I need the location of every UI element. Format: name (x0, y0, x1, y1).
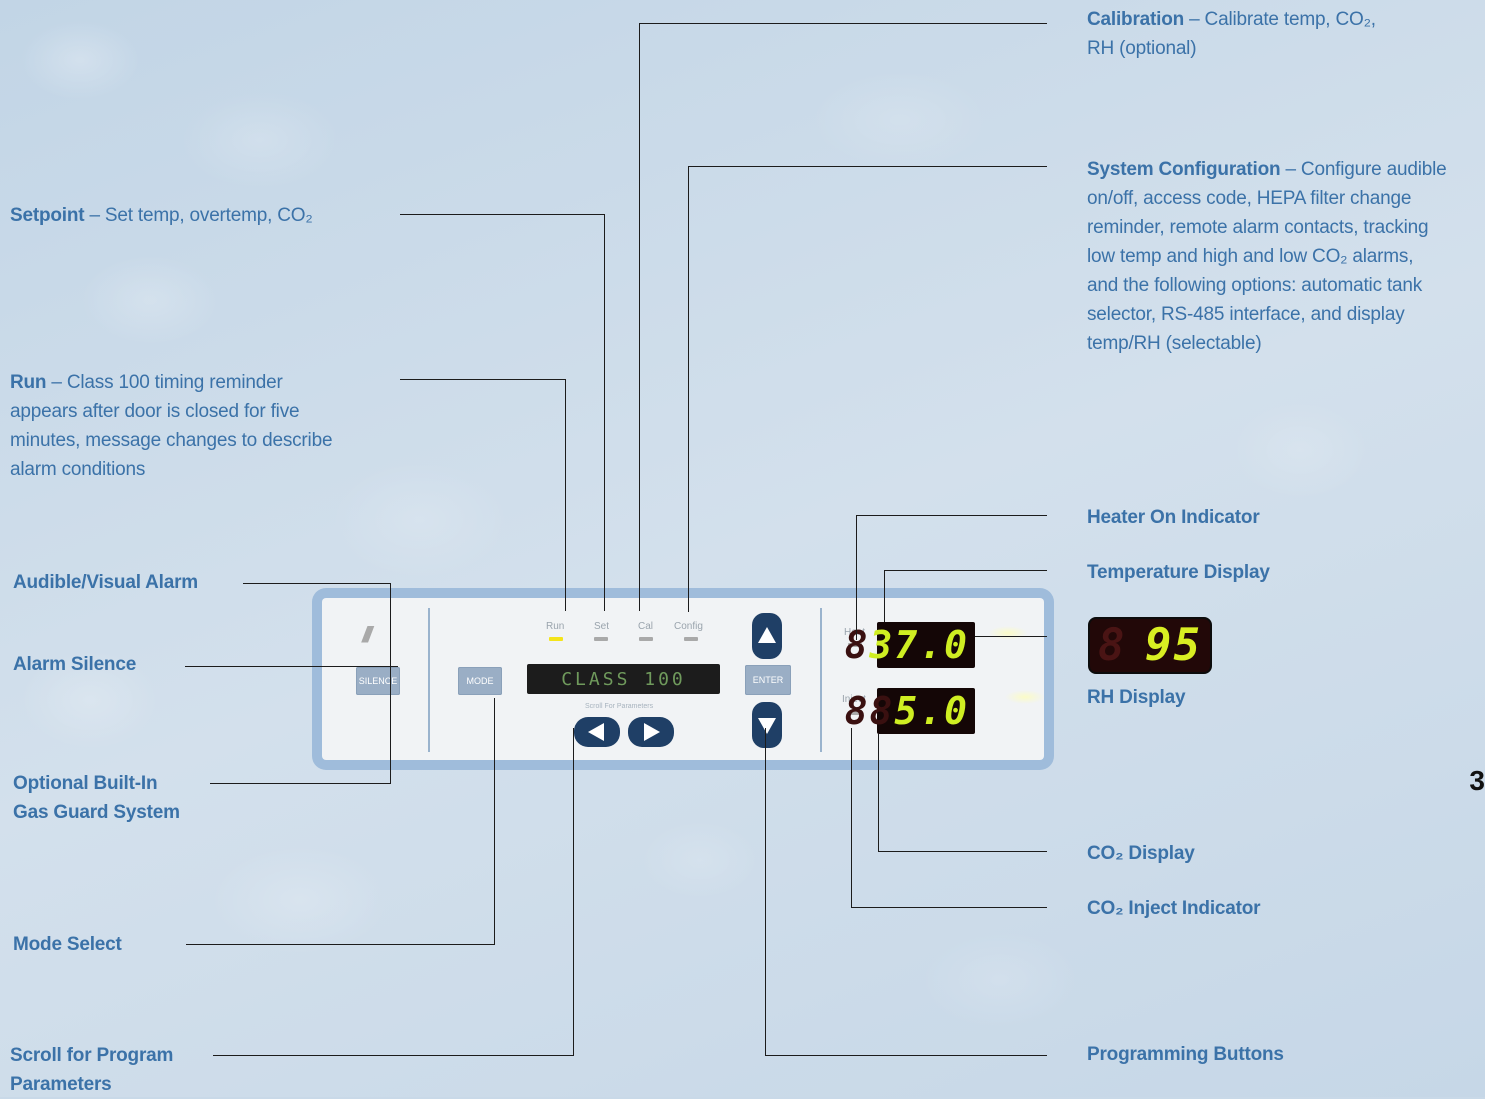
programming-leader-line (765, 728, 766, 1055)
temperature-leader-line (884, 570, 1047, 571)
rh-leader-line (975, 636, 1047, 637)
temperature-ghost-digit: 8 (844, 623, 870, 667)
heater-on-indicator-label: Heater On Indicator (1087, 507, 1260, 528)
run-led (549, 637, 563, 641)
scroll-leader-line (573, 728, 574, 1055)
heater-leader-line (856, 515, 1047, 516)
calibration-leader-line (639, 23, 1047, 24)
setpoint-leader-line (604, 214, 605, 611)
config-leader-line (688, 166, 689, 612)
co2-display-label: CO₂ Display (1087, 843, 1195, 864)
calibration-callout: Calibration – Calibrate temp, CO₂, RH (o… (1087, 9, 1376, 59)
right-arrow-icon[interactable] (628, 717, 674, 747)
rh-display-label: RH Display (1087, 687, 1186, 708)
audible-visual-alarm-label: Audible/Visual Alarm (13, 572, 198, 593)
setpoint-callout: Setpoint – Set temp, overtemp, CO₂ (10, 205, 313, 226)
set-led (594, 637, 608, 641)
mode-button[interactable]: MODE (458, 667, 502, 695)
temperature-display-label: Temperature Display (1087, 562, 1270, 583)
enter-button[interactable]: ENTER (745, 665, 791, 695)
mode-leader-line (186, 944, 495, 945)
down-arrow-icon[interactable] (752, 702, 782, 748)
run-leader-line (400, 379, 565, 380)
setpoint-leader-line (400, 214, 604, 215)
silence-button[interactable]: SILENCE (356, 667, 400, 695)
programming-leader-line (765, 1055, 1047, 1056)
up-arrow-icon[interactable] (752, 613, 782, 659)
co2-inject-indicator-label: CO₂ Inject Indicator (1087, 898, 1261, 919)
rh-ghost-digit: 8 (1098, 620, 1127, 671)
run-callout: Run – Class 100 timing reminder appears … (10, 372, 333, 480)
heater-leader-line (856, 515, 857, 640)
run-leader-line (565, 379, 566, 611)
config-leader-line (688, 166, 1047, 167)
panel-divider (820, 608, 822, 752)
run-led-label: Run (546, 621, 565, 632)
left-arrow-icon[interactable] (574, 717, 620, 747)
temperature-display: 8 37.0 (845, 622, 975, 668)
co2-display-leader-line (878, 851, 1047, 852)
alarm-leader-line (243, 583, 390, 584)
alarm-silence-label: Alarm Silence (13, 654, 137, 675)
co2-display: 88 5.0 (845, 688, 975, 734)
scroll-for-parameters-caption: Scroll For Parameters (585, 703, 654, 710)
co2-inject-leader-line (851, 728, 852, 907)
mode-leader-line (494, 698, 495, 944)
config-led-label: Config (674, 621, 703, 632)
cal-led-label: Cal (638, 621, 654, 632)
inject-led (848, 711, 862, 715)
temperature-leader-line (884, 570, 885, 622)
co2-ghost-digits: 88 (844, 689, 895, 733)
calibration-leader-line (639, 23, 640, 611)
temperature-unit-lamp (988, 626, 1028, 640)
alarm-leader-line (390, 583, 391, 783)
system-configuration-callout: System Configuration – Configure audible… (1087, 159, 1447, 354)
cal-led (639, 637, 653, 641)
config-led (684, 637, 698, 641)
alarm-silence-leader-line (185, 666, 398, 667)
panel-divider (428, 608, 430, 752)
scroll-leader-line (213, 1055, 574, 1056)
heat-led (848, 643, 862, 647)
co2-inject-leader-line (851, 907, 1047, 908)
brand-logo: /// (362, 622, 373, 647)
rh-value: 95 (1145, 620, 1202, 671)
lcd-message-display: CLASS 100 (527, 664, 720, 694)
set-led-label: Set (594, 621, 610, 632)
mode-select-label: Mode Select (13, 934, 122, 955)
heat-led-label: Heat (844, 627, 866, 638)
temperature-value: 37.0 (869, 623, 969, 667)
page-number: 3 (1469, 765, 1485, 796)
rh-display: 8 95 (1088, 617, 1212, 674)
gas-guard-leader-line (210, 783, 391, 784)
inject-led-label: Inject (842, 694, 866, 705)
co2-display-leader-line (878, 734, 879, 851)
co2-unit-lamp (1005, 690, 1045, 704)
programming-buttons-label: Programming Buttons (1087, 1044, 1284, 1065)
co2-value: 5.0 (894, 689, 969, 733)
